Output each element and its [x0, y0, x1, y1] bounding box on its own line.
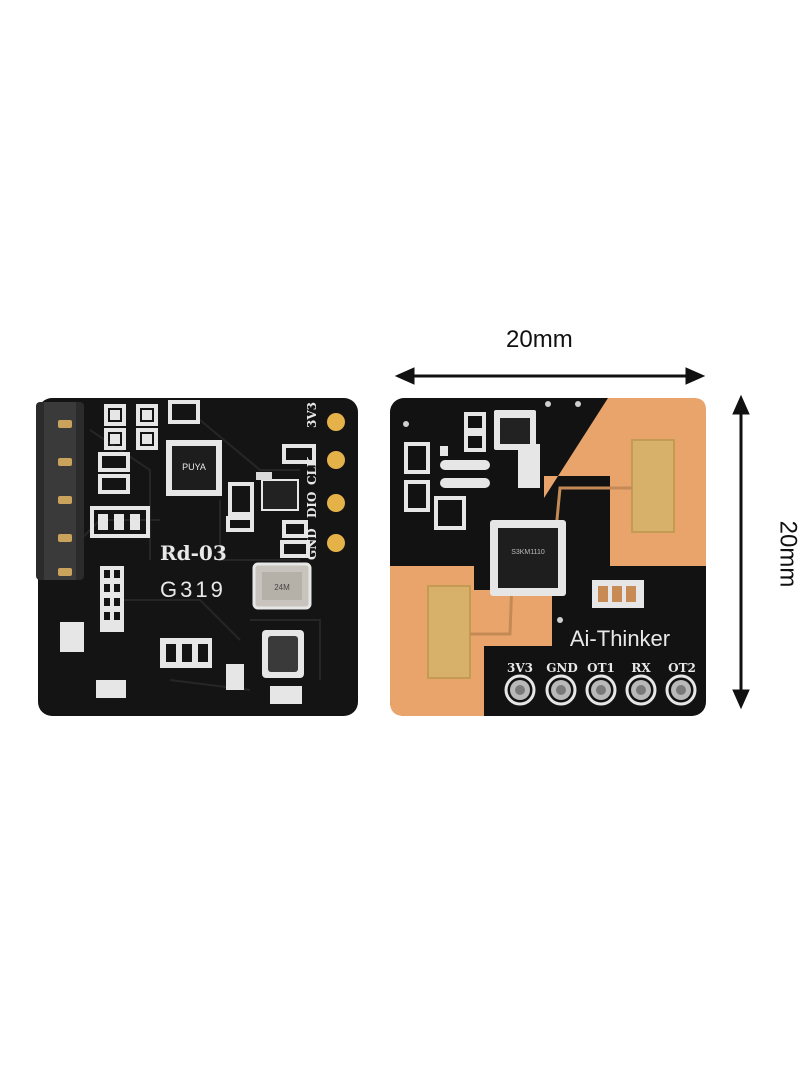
back-pin-label-gnd: GND: [305, 528, 319, 560]
front-pin-holes: [504, 674, 697, 706]
front-brand-text: Ai-Thinker: [570, 626, 670, 651]
width-dimension-arrow: [394, 367, 706, 385]
back-mcu-chip: PUYA: [166, 440, 222, 496]
back-model-text: Rd-03: [160, 541, 227, 565]
crystal-oscillator: 24M: [252, 562, 312, 610]
front-pin-label-ot1: OT1: [587, 661, 615, 675]
back-pin-label-dio: DIO: [305, 492, 319, 518]
front-pin-label-ot2: OT2: [668, 661, 696, 675]
back-pin-pads: [327, 413, 345, 552]
radar-chip: S3KM1110: [490, 520, 566, 596]
height-dimension-arrow: [732, 394, 750, 710]
back-pin-label-3v3: 3V3: [305, 402, 319, 428]
antenna-patch-bottom: [427, 585, 471, 679]
front-board: S3KM1110 Ai-Thinker 3V3 GND OT1 RX OT2: [390, 398, 706, 716]
back-code-text: G319: [160, 577, 226, 602]
front-pin-label-3v3: 3V3: [507, 661, 533, 675]
pin-header: [36, 402, 84, 580]
crystal-marking: 24M: [274, 583, 290, 592]
back-chip-marking: PUYA: [182, 462, 206, 472]
back-pin-label-clk: CLK: [305, 456, 319, 485]
back-pin-labels: 3V3 CLK DIO GND: [305, 402, 319, 560]
back-board: PUYA Rd-03 G319 24M: [36, 398, 358, 716]
svg-text:S3KM1110: S3KM1110: [511, 549, 545, 556]
front-pin-labels: 3V3 GND OT1 RX OT2: [507, 661, 696, 675]
width-dimension-label: 20mm: [506, 326, 573, 353]
inductor: [262, 630, 304, 678]
front-pin-label-rx: RX: [631, 661, 651, 675]
antenna-patch-top: [631, 439, 675, 533]
front-pin-label-gnd: GND: [546, 661, 578, 675]
